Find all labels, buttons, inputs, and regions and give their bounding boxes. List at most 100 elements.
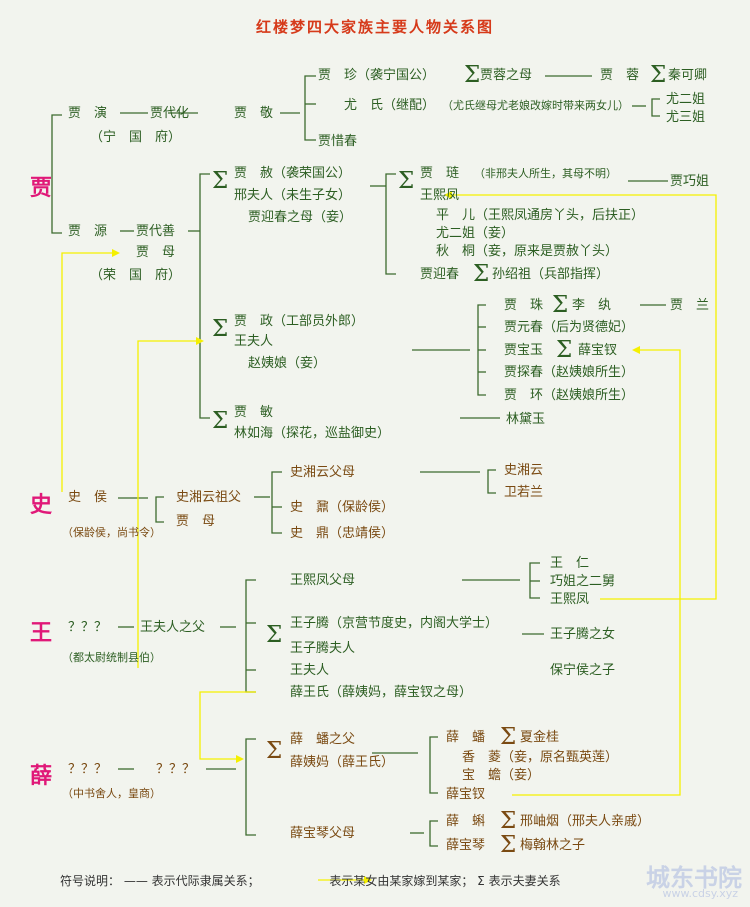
person-jia-huan: 贾 环（赵姨娘所生）: [504, 388, 635, 403]
spouse-sigma: Σ: [398, 168, 415, 194]
diagram-title: 红楼梦四大家族主要人物关系图: [255, 18, 494, 36]
shi-hou-note: （保龄侯，尚书令）: [62, 526, 161, 539]
person-qin-keqing: 秦可卿: [668, 68, 708, 83]
person-xiangyun-parents: 史湘云父母: [290, 465, 356, 480]
person-mei-hanlin-son: 梅翰林之子: [520, 838, 586, 853]
person-shi-ding: 史 鼎（忠靖侯）: [290, 526, 395, 541]
person-xue-baochai-wife: 薛宝钗: [578, 343, 618, 358]
person-wei-ruolan: 卫若兰: [504, 485, 544, 500]
spouse-sigma: Σ: [552, 292, 569, 318]
person-jia-qiaojie: 贾巧姐: [670, 174, 710, 189]
person-xifeng-parents: 王熙凤父母: [290, 573, 356, 588]
person-you-sanjie: 尤三姐: [666, 110, 706, 125]
person-shi-xiangyun: 史湘云: [504, 463, 544, 478]
you-shi-note: （尤氏继母尤老娘改嫁时带来两女儿）: [442, 99, 629, 112]
legend-blood-line: —— 表示代际隶属关系；: [123, 874, 260, 888]
person-shi-hou: 史 侯: [68, 490, 108, 505]
spouse-sigma: Σ: [266, 622, 283, 648]
person-xue-baochai: 薛宝钗: [446, 787, 486, 802]
legend-marry-into: 表示某女由某家嫁到某家；: [329, 874, 474, 888]
person-jia-lian: 贾 琏: [420, 166, 460, 181]
family-label-jia: 贾: [30, 175, 53, 201]
wang-ancestor: ？？？: [68, 620, 108, 635]
family-label-wang: 王: [30, 620, 53, 646]
person-yingchun-mother: 贾迎春之母（妾）: [248, 210, 353, 225]
person-jia-baoyu: 贾宝玉: [504, 343, 544, 358]
person-jia-tanchun: 贾探春（赵姨娘所生）: [504, 365, 635, 380]
person-jia-min: 贾 敏: [234, 405, 274, 420]
person-jia-xichun: 贾惜春: [318, 134, 358, 149]
person-wang-xifeng-wife: 王熙凤: [420, 188, 460, 203]
person-baoning-son: 保宁侯之子: [550, 663, 616, 678]
person-qiaojie-uncle: 巧姐之二舅: [550, 574, 616, 589]
person-xue-baoqin: 薛宝琴: [446, 838, 486, 853]
xue-ancestor-note: （中书舍人，皇商）: [62, 787, 161, 800]
person-you-shi: 尤 氏（继配）: [344, 98, 436, 113]
person-wang-ziteng: 王子腾（京营节度史，内阁大学士）: [290, 616, 499, 631]
person-xing-xiuyan: 邢岫烟（邢夫人亲戚）: [520, 814, 651, 829]
person-lin-daiyu: 林黛玉: [506, 412, 546, 427]
person-concubine-zhao: 赵姨娘（妾）: [248, 356, 327, 371]
person-xue-ke: 薛 蝌: [446, 814, 486, 829]
person-jia-rong: 贾 蓉: [600, 68, 640, 83]
person-shi-nai: 史 鼐（保龄侯）: [290, 500, 395, 515]
person-wang-lady-wang: 王夫人: [290, 663, 330, 678]
person-jia-daihua: 贾代化: [150, 106, 190, 121]
person-ziteng-wife: 王子腾夫人: [290, 641, 356, 656]
spouse-sigma: Σ: [650, 62, 667, 88]
spouse-sigma: Σ: [500, 808, 517, 834]
person-wang-ren: 王 仁: [550, 556, 590, 571]
person-lady-wang-wife: 王夫人: [234, 334, 274, 349]
spouse-sigma: Σ: [266, 738, 283, 764]
spouse-sigma: Σ: [464, 62, 481, 88]
person-jia-yan: 贾 演: [68, 106, 108, 121]
spouse-sigma: Σ: [212, 168, 229, 194]
person-xue-pan: 薛 蟠: [446, 730, 486, 745]
person-lady-xing: 邢夫人（未生子女）: [234, 188, 352, 203]
person-jia-zhu: 贾 珠: [504, 298, 544, 313]
person-jia-yuan: 贾 源: [68, 224, 108, 239]
person-baoqin-parents: 薛宝琴父母: [290, 826, 356, 841]
person-xue-wangshi: 薛王氏（薛姨妈，薛宝钗之母）: [290, 685, 473, 700]
spouse-sigma: Σ: [212, 316, 229, 342]
watermark-site-url: www.cdsy.xyz: [662, 887, 738, 900]
wang-ancestor-note: （都太尉统制县伯）: [62, 651, 161, 664]
family-label-shi: 史: [30, 492, 53, 518]
person-jia-zheng: 贾 政（工部员外郎）: [234, 314, 365, 329]
rong-guo-fu-label: （荣 国 府）: [90, 268, 182, 283]
person-xiangyun-grandfather: 史湘云祖父: [176, 490, 242, 505]
legend: 符号说明： —— 表示代际隶属关系； 表示某女由某家嫁到某家； Σ 表示夫妻关系: [60, 872, 561, 889]
person-lin-ruhai: 林如海（探花，巡盐御史）: [234, 426, 391, 441]
person-wang-xifeng: 王熙凤: [550, 592, 590, 607]
person-jia-lan: 贾 兰: [670, 298, 710, 313]
person-you-erjie: 尤二姐: [666, 92, 706, 107]
person-bao-chan: 宝 蟾（妾）: [462, 768, 541, 783]
ning-guo-fu-label: （宁 国 府）: [90, 130, 182, 145]
spouse-sigma: Σ: [212, 408, 229, 434]
person-qiu-tong: 秋 桐（妾，原来是贾赦丫头）: [436, 244, 619, 259]
person-xia-jingui: 夏金桂: [520, 730, 560, 745]
person-aunt-xue: 薛姨妈（薛王氏）: [290, 755, 395, 770]
jia-lian-note: （非邢夫人所生，其母不明）: [474, 167, 617, 180]
person-jia-daishan: 贾代善: [136, 224, 176, 239]
legend-spouse: Σ 表示夫妻关系: [477, 874, 561, 888]
person-sun-shaozu: 孙绍祖（兵部指挥）: [492, 267, 610, 282]
spouse-sigma: Σ: [556, 337, 573, 363]
person-xiang-ling: 香 菱（妾，原名甄英莲）: [462, 750, 619, 765]
spouse-sigma: Σ: [500, 832, 517, 858]
person-jia-yingchun: 贾迎春: [420, 267, 460, 282]
spouse-sigma: Σ: [473, 261, 490, 287]
person-jia-yuanchun: 贾元春（后为贤德妃）: [504, 320, 635, 335]
person-jia-mu: 贾 母: [136, 245, 176, 260]
xue-ancestor-2: ？？？: [156, 762, 196, 777]
person-xue-pan-father: 薛 蟠之父: [290, 732, 356, 747]
watermark-site-name: 城东书院: [646, 864, 742, 892]
person-li-wan: 李 纨: [572, 298, 612, 313]
legend-prefix: 符号说明：: [60, 874, 121, 888]
person-jia-rong-mother: 贾蓉之母: [480, 68, 533, 83]
person-jia-she: 贾 赦（袭荣国公）: [234, 166, 352, 181]
person-jia-zhen: 贾 珍（袭宁国公）: [318, 68, 436, 83]
person-ping-er: 平 儿（王熙凤通房丫头，后扶正）: [436, 208, 645, 223]
